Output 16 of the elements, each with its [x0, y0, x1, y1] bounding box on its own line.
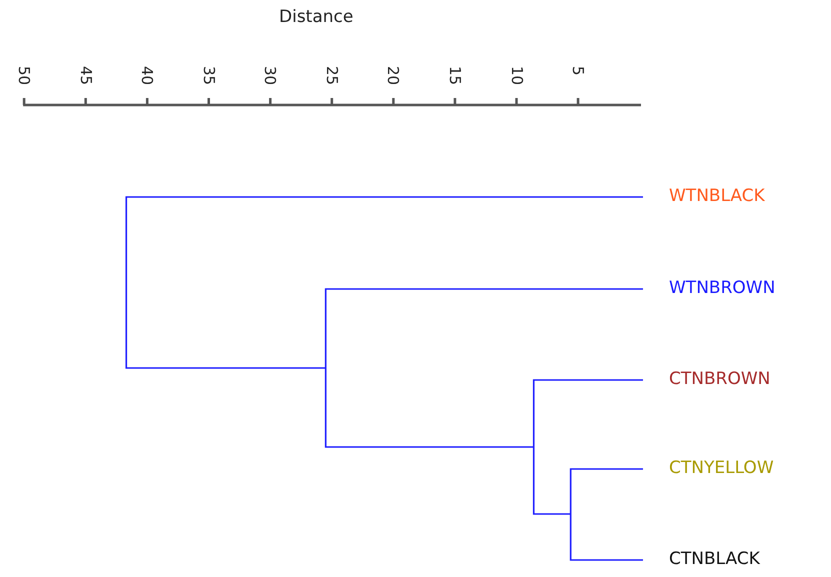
leaf-label: CTNBROWN	[669, 369, 770, 389]
tick-label: 15	[446, 66, 463, 86]
axis-title: Distance	[279, 7, 354, 27]
tick-label: 50	[16, 66, 32, 86]
tick-label: 40	[139, 66, 156, 86]
tick-label: 30	[262, 66, 278, 86]
leaf-label: WTNBLACK	[669, 186, 765, 206]
leaf-label: CTNBLACK	[669, 549, 760, 569]
tick-label: 45	[78, 66, 94, 86]
tick-label: 25	[324, 66, 340, 86]
leaf-label: WTNBROWN	[669, 278, 776, 298]
tick-label: 35	[200, 66, 217, 86]
tick-label: 10	[508, 66, 524, 86]
tick-label: 5	[570, 66, 586, 76]
tick-label: 20	[385, 66, 402, 86]
leaf-label: CTNYELLOW	[669, 458, 774, 478]
